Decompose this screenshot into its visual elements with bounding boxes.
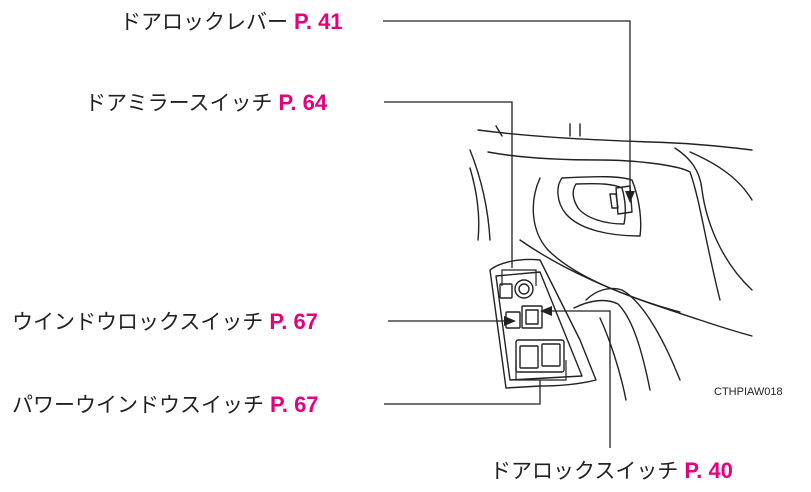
page-ref[interactable]: P. 67	[270, 392, 319, 417]
door-handle-recess	[557, 175, 642, 237]
label-text: ドアロックレバー	[120, 10, 288, 34]
arrow-door-lock-switch	[540, 306, 552, 316]
door-lock-button	[521, 305, 543, 329]
label-text: ドアミラースイッチ	[85, 91, 273, 115]
leader-power-window-switch	[384, 380, 541, 405]
page-ref[interactable]: P. 40	[684, 458, 733, 483]
arrow-door-lock-lever	[625, 191, 635, 203]
leader-door-lock-switch	[548, 310, 611, 448]
page-ref[interactable]: P. 64	[278, 90, 328, 115]
arrow-window-lock-switch	[504, 316, 516, 326]
door-sill-line	[477, 129, 753, 151]
power-window-bezel	[515, 339, 565, 373]
mirror-bracket	[501, 269, 537, 286]
switch-panel	[489, 258, 597, 389]
leader-door-lock-lever	[383, 20, 631, 195]
page-ref[interactable]: P. 41	[294, 9, 343, 34]
label-text: ドアロックスイッチ	[490, 459, 679, 483]
page-ref[interactable]: P. 67	[269, 309, 318, 334]
label-text: ウインドウロックスイッチ	[12, 310, 264, 334]
power-window-bracket	[515, 360, 567, 381]
image-code: CTHPIAW018	[714, 386, 783, 398]
sill-clip	[569, 123, 581, 137]
mirror-selector	[499, 283, 513, 299]
inner-panel-edge	[487, 151, 721, 301]
leader-door-mirror-switch	[384, 101, 513, 268]
left-trim	[469, 149, 491, 241]
lower-trim	[585, 287, 681, 381]
mirror-knob	[514, 279, 534, 299]
label-text: パワーウインドウスイッチ	[12, 393, 264, 417]
